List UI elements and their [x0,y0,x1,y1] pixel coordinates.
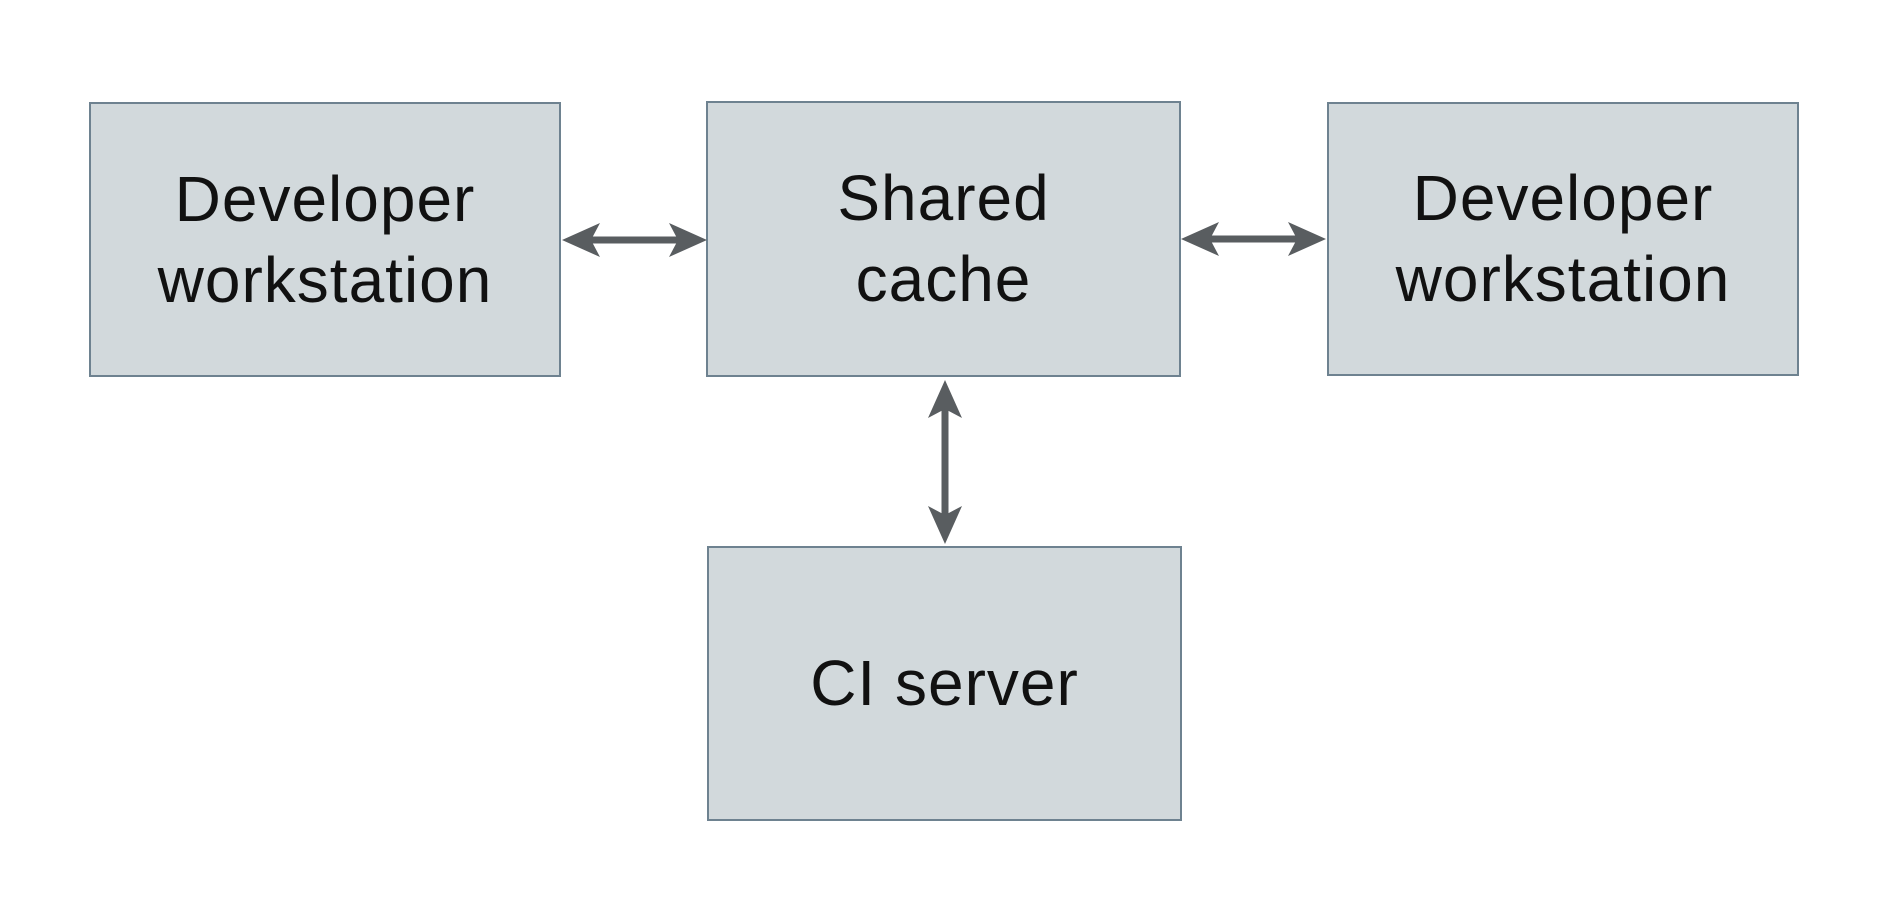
node-ci-server-label: CI server [810,647,1079,720]
arrowhead-left-icon [562,223,600,257]
arrowhead-up-icon [928,380,962,418]
bidirectional-arrow-icon-cache-to-right [1181,222,1326,256]
node-shared-cache-label: Shared cache [837,162,1050,315]
node-developer-workstation-left: Developer workstation [89,102,561,377]
arrowhead-right-icon [1288,222,1326,256]
node-ci-server: CI server [707,546,1182,821]
node-shared-cache: Shared cache [706,101,1181,377]
node-developer-workstation-left-label: Developer workstation [157,162,493,316]
bidirectional-arrow-icon-left-to-cache [562,223,707,257]
arrowhead-right-icon [669,223,707,257]
arrowhead-down-icon [928,506,962,544]
node-developer-workstation-right-label: Developer workstation [1395,162,1731,315]
bidirectional-arrow-icon-cache-to-ci [928,380,962,544]
arrowhead-left-icon [1181,222,1219,256]
node-developer-workstation-right: Developer workstation [1327,102,1799,376]
